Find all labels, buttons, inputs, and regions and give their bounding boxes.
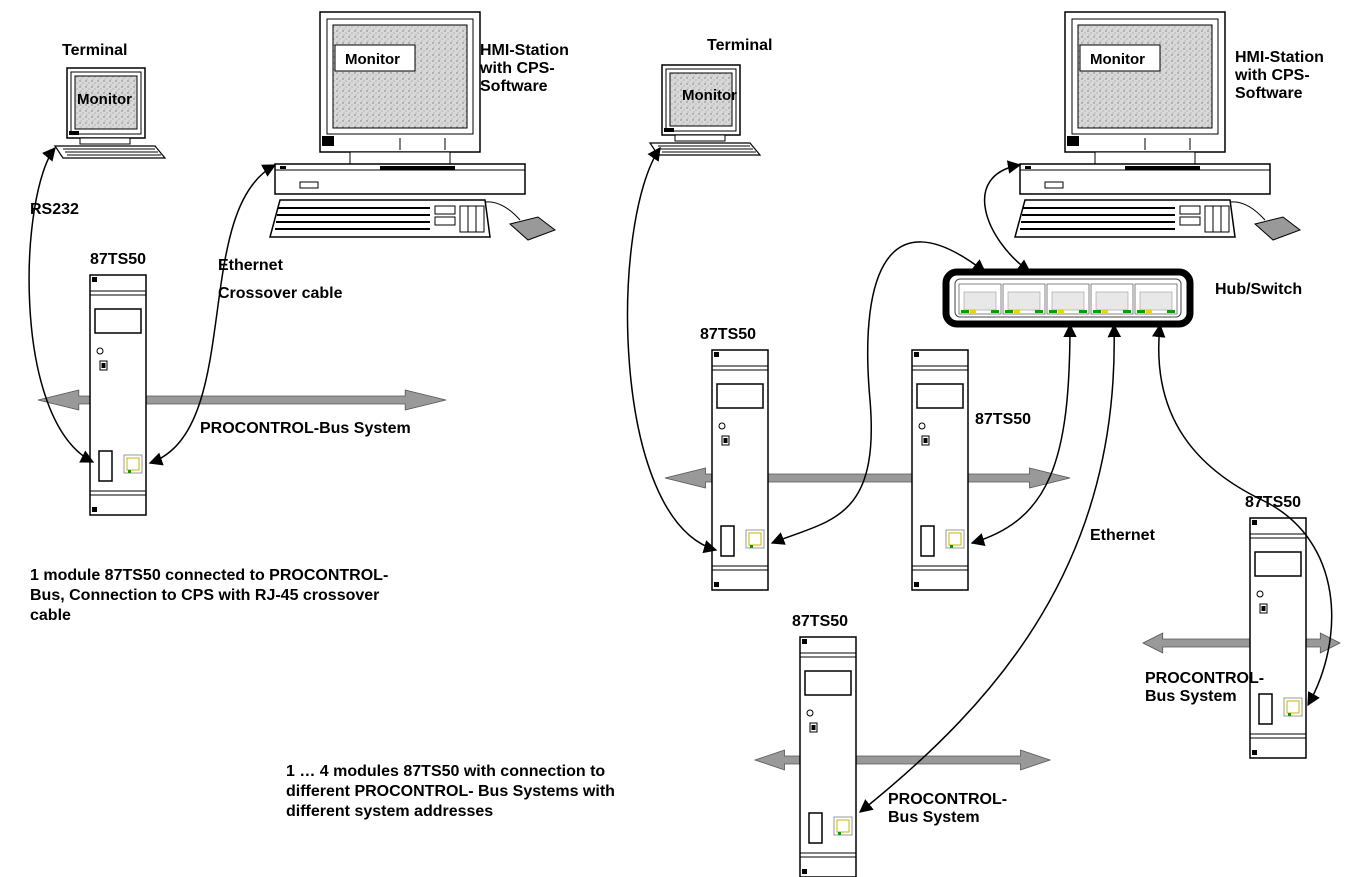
rs232-cable <box>28 146 95 463</box>
hmi-label-line1: HMI-Station <box>480 42 569 59</box>
monitor-label: Monitor <box>77 91 132 108</box>
terminal-icon <box>54 67 166 159</box>
module-label: 87TS50 <box>90 251 146 268</box>
ethernet-cable <box>983 160 1032 273</box>
monitor-box <box>1079 44 1161 72</box>
bus-arrow <box>1142 632 1341 654</box>
hmi-label-line2: with CPS- <box>1234 67 1310 84</box>
caption-line2: different PROCONTROL- Bus Systems with <box>286 783 615 800</box>
crossover-label: Crossover cable <box>218 285 343 302</box>
ethernet-label: Ethernet <box>1090 527 1156 544</box>
hmi-label-line3: Software <box>1235 85 1303 102</box>
caption-line1: 1 module 87TS50 connected to PROCONTROL- <box>30 567 388 584</box>
bus-label-line2: Bus System <box>1145 688 1237 705</box>
module-87ts50-icon <box>1249 517 1307 759</box>
crossover-cable <box>148 164 277 466</box>
caption-line2: Bus, Connection to CPS with RJ-45 crosso… <box>30 587 379 604</box>
bus-label-line2: Bus System <box>888 809 980 826</box>
hmi-label-line2: with CPS- <box>479 60 555 77</box>
ethernet-cable <box>1152 323 1333 707</box>
left-scenario: Monitor Terminal Monitor HMI-Station wit… <box>28 11 569 624</box>
ethernet-label: Ethernet <box>218 257 284 274</box>
module-label: 87TS50 <box>1245 494 1301 511</box>
module-87ts50-icon <box>89 274 147 516</box>
module-label: 87TS50 <box>792 613 848 630</box>
hub-switch-icon <box>942 268 1194 328</box>
ethernet-cable <box>858 323 1122 813</box>
module-87ts50-icon <box>911 349 969 591</box>
terminal-icon <box>649 64 761 156</box>
hub-label: Hub/Switch <box>1215 281 1302 298</box>
rs232-label: RS232 <box>30 201 79 218</box>
rs232-cable <box>626 146 718 554</box>
bus-label: PROCONTROL-Bus System <box>200 420 411 437</box>
monitor-label: Monitor <box>682 87 737 104</box>
hmi-label-line1: HMI-Station <box>1235 49 1324 66</box>
bus-label-line1: PROCONTROL- <box>1145 670 1264 687</box>
right-scenario: Monitor Terminal Monitor HMI-Station wit… <box>286 11 1341 877</box>
terminal-label: Terminal <box>62 42 128 59</box>
monitor-label: Monitor <box>345 51 400 68</box>
caption-line3: different system addresses <box>286 803 493 820</box>
module-label: 87TS50 <box>700 326 756 343</box>
caption-line3: cable <box>30 607 71 624</box>
module-87ts50-icon <box>799 636 857 877</box>
caption-line1: 1 … 4 modules 87TS50 with connection to <box>286 763 605 780</box>
terminal-label: Terminal <box>707 37 773 54</box>
bus-label-line1: PROCONTROL- <box>888 791 1007 808</box>
monitor-label: Monitor <box>1090 51 1145 68</box>
module-label: 87TS50 <box>975 411 1031 428</box>
ethernet-cable <box>970 323 1077 547</box>
monitor-box <box>334 44 416 72</box>
module-87ts50-icon <box>711 349 769 591</box>
hmi-label-line3: Software <box>480 78 548 95</box>
